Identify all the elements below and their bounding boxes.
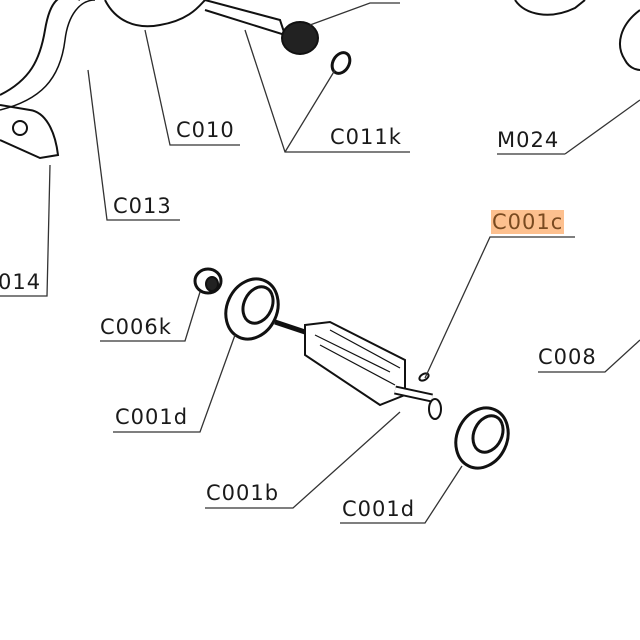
- label-c001b[interactable]: C001b: [206, 481, 280, 505]
- flange-hole: [12, 120, 28, 136]
- label-c011k[interactable]: C011k: [330, 125, 402, 149]
- label-c010[interactable]: C010: [176, 118, 235, 142]
- label-m024[interactable]: M024: [497, 128, 560, 152]
- sleeve: [193, 267, 223, 295]
- label-c001c-highlighted[interactable]: C001c: [491, 210, 565, 234]
- label-c014[interactable]: 014: [0, 270, 42, 294]
- shaft: [204, 0, 287, 37]
- bearing-left: [224, 277, 280, 341]
- o-ring: [330, 51, 352, 75]
- label-c008[interactable]: C008: [538, 345, 597, 369]
- gear: [281, 21, 319, 55]
- motor-housing: [104, 0, 206, 28]
- label-c006k[interactable]: C006k: [100, 315, 172, 339]
- housing-flange: [0, 104, 60, 160]
- gasket-outline: [0, 0, 96, 111]
- part-top-right: [514, 0, 586, 16]
- armature-shaft: [274, 319, 306, 335]
- leader-lines: [0, 2, 640, 524]
- label-c001d-left[interactable]: C001d: [115, 405, 189, 429]
- bearing-right: [454, 406, 510, 470]
- part-right: [619, 9, 640, 71]
- housing-outline: [0, 0, 80, 96]
- label-c013[interactable]: C013: [113, 194, 172, 218]
- clip: [418, 372, 430, 382]
- label-c001d-right[interactable]: C001d: [342, 497, 416, 521]
